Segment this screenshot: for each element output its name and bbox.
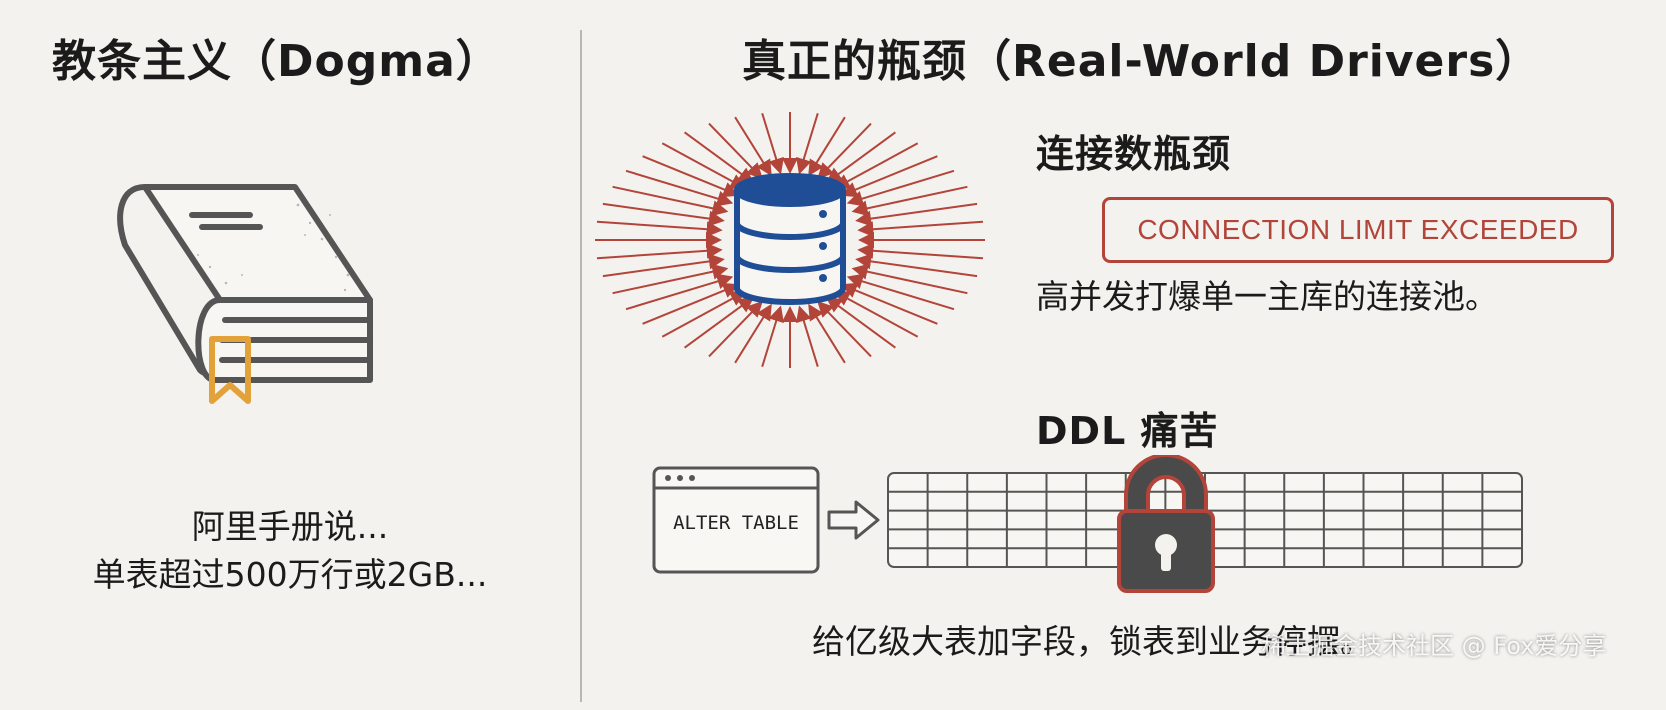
incoming-arrow bbox=[825, 296, 896, 349]
ddl-heading: DDL 痛苦 bbox=[1036, 409, 1219, 453]
incoming-arrow bbox=[857, 242, 984, 260]
incoming-arrow bbox=[857, 220, 984, 238]
right-title: 真正的瓶颈（Real-World Drivers） bbox=[742, 36, 1541, 87]
incoming-arrow bbox=[851, 263, 968, 295]
bookmark-icon bbox=[209, 336, 251, 404]
connection-limit-alert-text: CONNECTION LIMIT EXCEEDED bbox=[1137, 214, 1579, 245]
left-caption-line2: 单表超过500万行或2GB... bbox=[92, 555, 488, 594]
incoming-arrow bbox=[808, 303, 846, 364]
incoming-arrow bbox=[684, 296, 755, 349]
incoming-arrow bbox=[817, 300, 872, 358]
incoming-arrow bbox=[734, 116, 772, 177]
incoming-arrow bbox=[761, 113, 784, 175]
incoming-arrow bbox=[661, 290, 747, 338]
incoming-arrow bbox=[642, 155, 740, 198]
incoming-arrow bbox=[602, 253, 725, 278]
book-icon bbox=[117, 184, 373, 383]
incoming-arrow bbox=[625, 273, 734, 311]
connection-illustration bbox=[595, 112, 985, 368]
connection-heading: 连接数瓶颈 bbox=[1036, 132, 1232, 176]
incoming-arrow bbox=[596, 242, 723, 260]
incoming-arrow bbox=[796, 305, 819, 367]
incoming-arrow bbox=[840, 282, 938, 325]
incoming-arrows bbox=[595, 112, 985, 368]
alter-table-command: ALTER TABLE bbox=[673, 512, 799, 534]
incoming-arrow bbox=[817, 122, 872, 180]
incoming-arrow bbox=[734, 303, 772, 364]
connection-description: 高并发打爆单一主库的连接池。 bbox=[1036, 277, 1498, 316]
incoming-arrow bbox=[661, 142, 747, 190]
incoming-arrow bbox=[855, 253, 978, 278]
incoming-arrow bbox=[596, 220, 723, 238]
incoming-arrow bbox=[796, 113, 819, 175]
incoming-arrow bbox=[855, 202, 978, 227]
incoming-arrow bbox=[840, 155, 938, 198]
incoming-arrow bbox=[602, 202, 725, 227]
incoming-arrow bbox=[846, 169, 955, 207]
database-icon bbox=[734, 173, 846, 305]
incoming-arrow bbox=[708, 300, 763, 358]
incoming-arrow bbox=[612, 263, 729, 295]
lock-icon bbox=[1117, 455, 1215, 593]
incoming-arrow bbox=[833, 290, 919, 338]
incoming-arrow bbox=[846, 273, 955, 311]
incoming-arrow bbox=[761, 305, 784, 367]
incoming-arrow bbox=[625, 169, 734, 207]
incoming-arrow bbox=[851, 185, 968, 217]
incoming-arrow bbox=[684, 131, 755, 184]
ddl-description: 给亿级大表加字段，锁表到业务停摆。 bbox=[812, 622, 1373, 661]
incoming-arrow bbox=[833, 142, 919, 190]
terminal-window-icon bbox=[652, 466, 820, 574]
incoming-arrow bbox=[642, 282, 740, 325]
connection-limit-alert: CONNECTION LIMIT EXCEEDED bbox=[1102, 197, 1614, 263]
incoming-arrow bbox=[612, 185, 729, 217]
arrow-right-icon bbox=[827, 500, 880, 540]
left-caption-line1: 阿里手册说... bbox=[191, 507, 389, 546]
incoming-arrow bbox=[825, 131, 896, 184]
section-divider bbox=[580, 30, 582, 702]
incoming-arrow bbox=[808, 116, 846, 177]
left-title: 教条主义（Dogma） bbox=[52, 36, 501, 87]
incoming-arrow bbox=[708, 122, 763, 180]
watermark: 稀土掘金技术社区 @ Fox爱分享 bbox=[1262, 632, 1607, 660]
